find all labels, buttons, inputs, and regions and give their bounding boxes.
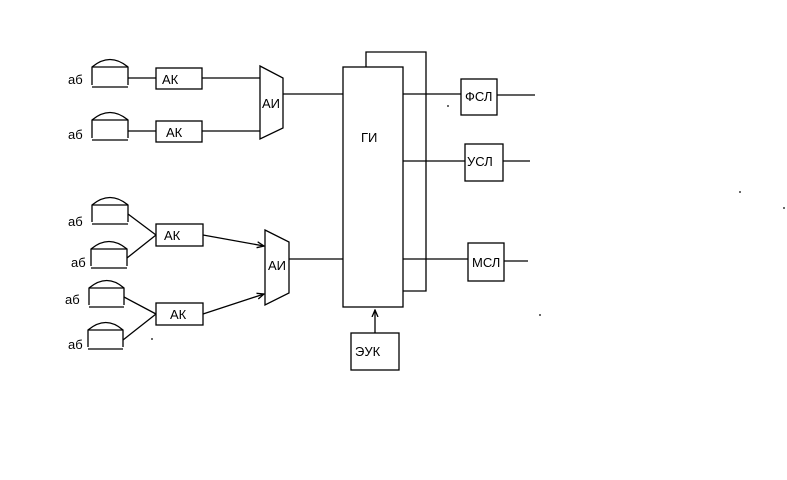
subscriber-label: аб [71,255,86,270]
telephone-set-icon [91,111,129,138]
top-subscriber-1: аб [68,58,129,88]
telephone-set-icon [87,321,124,347]
bottom-subscriber-2: аб [71,240,128,270]
svg-text:МСЛ: МСЛ [472,255,500,270]
gi-block: ГИ [342,66,404,308]
svg-text:ФСЛ: ФСЛ [465,89,492,104]
ak-block-top-2: АК [155,120,203,143]
svg-text:АИ: АИ [262,96,280,111]
bottom-subscriber-3: аб [65,279,125,308]
telephone-set-icon [90,240,128,266]
svg-text:АИ: АИ [268,258,286,273]
svg-text:АК: АК [170,307,187,322]
svg-text:УСЛ: УСЛ [467,154,493,169]
subscriber-label: аб [68,214,83,229]
subscriber-label: аб [68,127,83,142]
telephone-set-icon [88,279,125,305]
telephone-set-icon [91,196,129,222]
ai-concentrator-bottom: АИ [264,228,290,307]
telephone-set-icon [91,58,129,85]
svg-text:ЭУК: ЭУК [355,344,381,359]
subscriber-label: аб [68,337,83,352]
ak-block-bottom-2: АК [155,302,204,326]
subscriber-label: аб [65,292,80,307]
msl-block: МСЛ [467,242,505,282]
svg-text:АК: АК [164,228,181,243]
euk-block: ЭУК [350,332,400,371]
fsl-block: ФСЛ [460,78,498,116]
ak-block-bottom-1: АК [155,223,204,247]
usl-block: УСЛ [464,143,504,182]
ak-block-top-1: АК [155,67,203,90]
ai-concentrator-top: АИ [259,64,284,141]
svg-text:АК: АК [162,72,179,87]
svg-text:ГИ: ГИ [361,130,377,145]
subscriber-label: аб [68,72,83,87]
bottom-subscriber-4: аб [68,321,124,352]
top-subscriber-2: аб [68,111,129,142]
svg-text:АК: АК [166,125,183,140]
stray-dots [151,105,785,340]
bottom-subscriber-1: аб [68,196,129,229]
